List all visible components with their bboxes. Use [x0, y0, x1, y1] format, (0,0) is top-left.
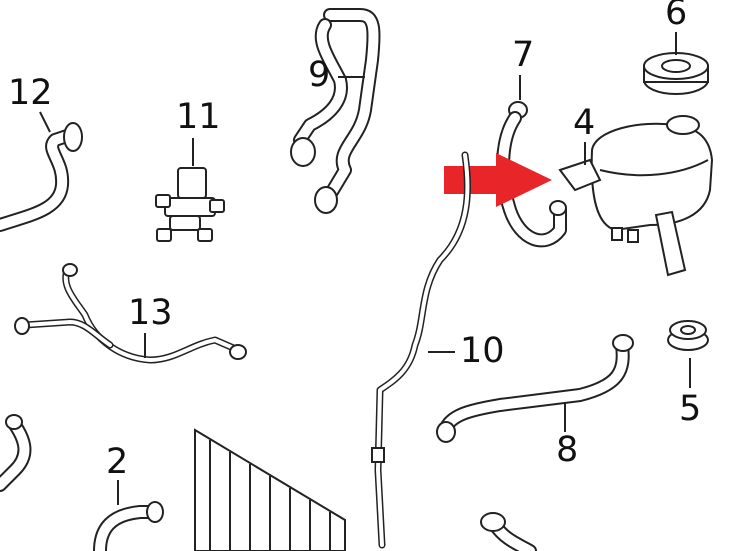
part-12-hose[interactable]	[0, 122, 83, 232]
callout-8: 8	[556, 430, 579, 470]
callout-11: 11	[176, 97, 221, 137]
callout-2: 2	[106, 442, 129, 482]
partial-hose-bottom-right	[480, 512, 537, 551]
part-6-cap[interactable]	[643, 52, 709, 95]
part-13-hose[interactable]	[14, 263, 247, 364]
part-9-pipe[interactable]	[290, 8, 381, 214]
callout-12: 12	[8, 73, 53, 113]
partial-hose-left	[0, 414, 32, 492]
part-4-reservoir[interactable]	[558, 115, 714, 277]
callout-13: 13	[128, 293, 173, 333]
part-7-hose[interactable]	[496, 101, 567, 248]
part-10-pipe[interactable]	[371, 151, 471, 549]
callout-4: 4	[573, 103, 596, 143]
callout-7: 7	[512, 35, 535, 75]
callout-6: 6	[665, 0, 688, 33]
part-2-hose[interactable]	[93, 501, 164, 551]
callout-9: 9	[308, 55, 331, 95]
part-11-valve[interactable]	[155, 167, 225, 242]
radiator[interactable]	[194, 428, 346, 551]
callout-10: 10	[460, 331, 505, 371]
part-5-grommet[interactable]	[667, 320, 709, 351]
callout-5: 5	[679, 389, 702, 429]
part-8-hose[interactable]	[436, 334, 634, 443]
leader-12	[39, 111, 51, 133]
highlight-arrow-icon	[444, 153, 552, 207]
